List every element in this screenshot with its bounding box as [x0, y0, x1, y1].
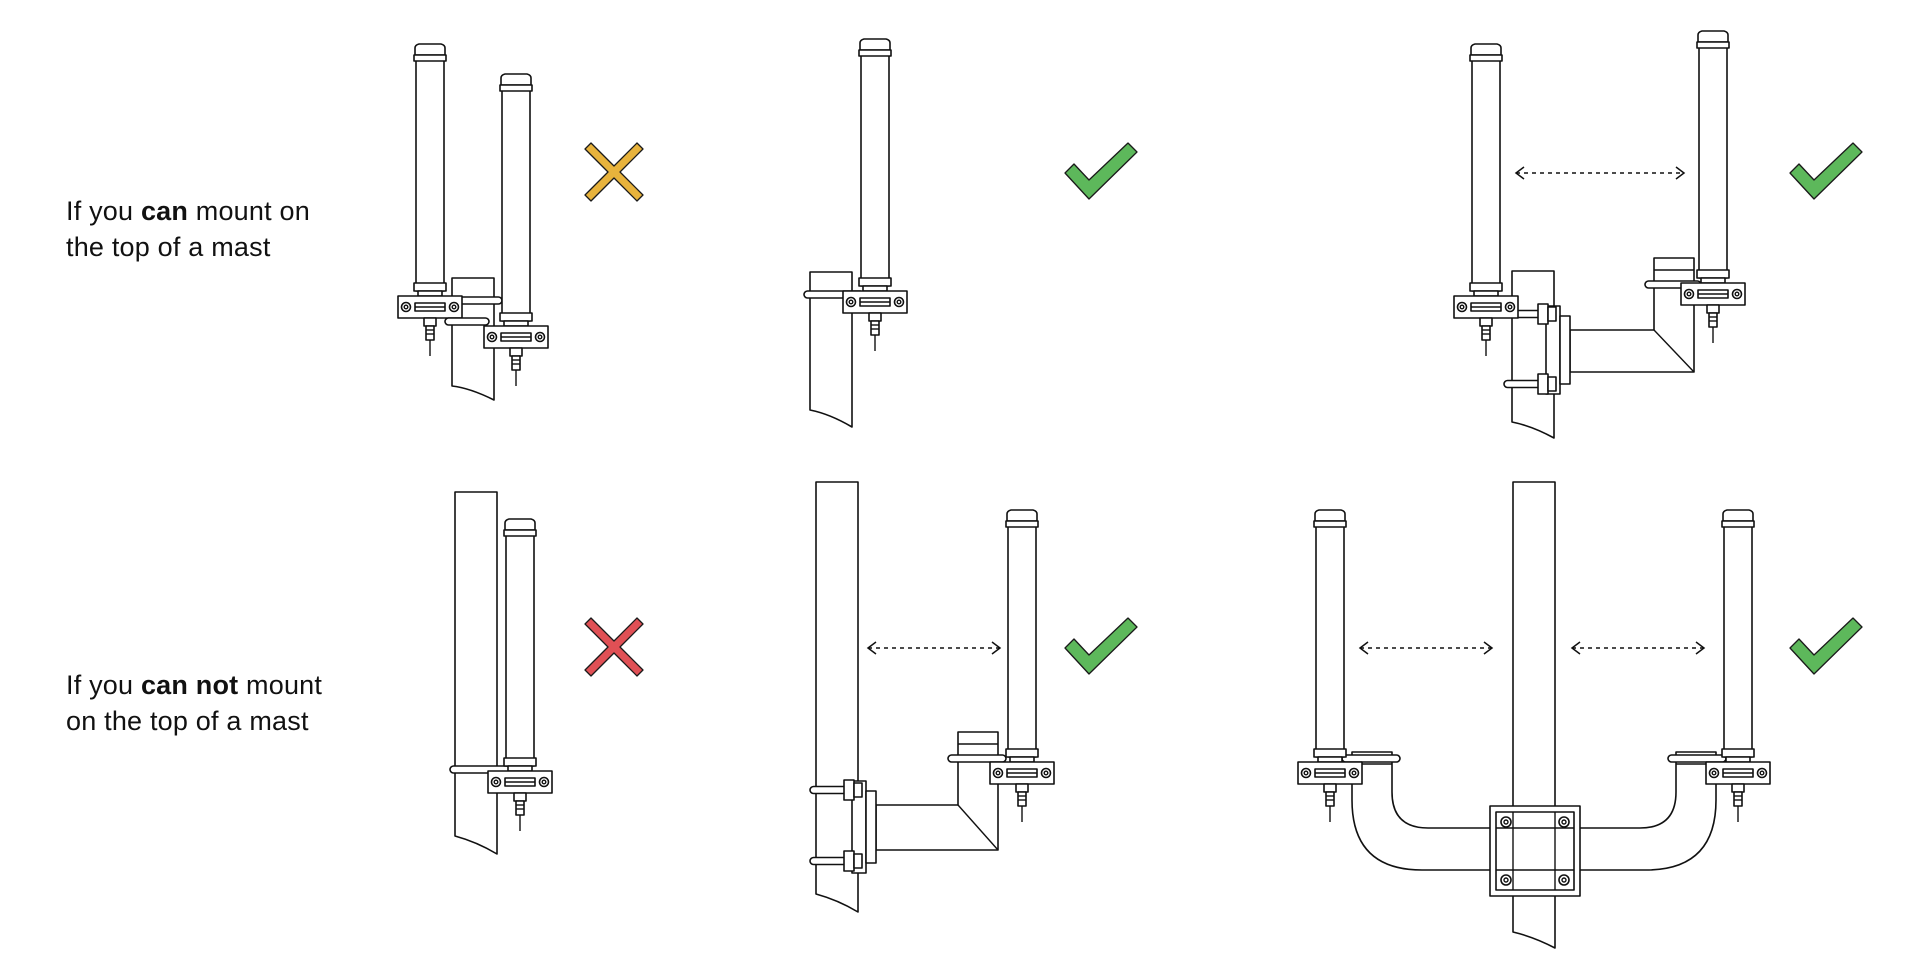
- panel-bottom-3-diagram: [1297, 481, 1771, 949]
- label-text: If you: [66, 196, 141, 226]
- panel-top-2-diagram: [803, 38, 908, 428]
- label-emphasis: can not: [140, 670, 239, 700]
- cross-icon: [584, 617, 644, 677]
- check-icon: [1064, 617, 1138, 675]
- label-text: If you: [66, 670, 141, 700]
- check-icon: [1064, 142, 1138, 200]
- label-text: on the top of a mast: [66, 706, 309, 736]
- panel-top-3-diagram: [1453, 30, 1746, 439]
- label-text: mount on: [188, 196, 310, 226]
- panel-bottom-2-diagram: [809, 481, 1055, 913]
- row-label-can-not-mount: If you can not mount on the top of a mast: [66, 667, 322, 739]
- check-icon: [1789, 617, 1863, 675]
- panel-top-1-diagram: [397, 43, 549, 401]
- panel-bottom-1-diagram: [449, 491, 553, 855]
- label-emphasis: can: [140, 196, 189, 226]
- label-text: the top of a mast: [66, 232, 271, 262]
- cross-icon: [584, 142, 644, 202]
- row-label-can-mount: If you can mount on the top of a mast: [66, 193, 310, 265]
- label-text: mount: [238, 670, 323, 700]
- check-icon: [1789, 142, 1863, 200]
